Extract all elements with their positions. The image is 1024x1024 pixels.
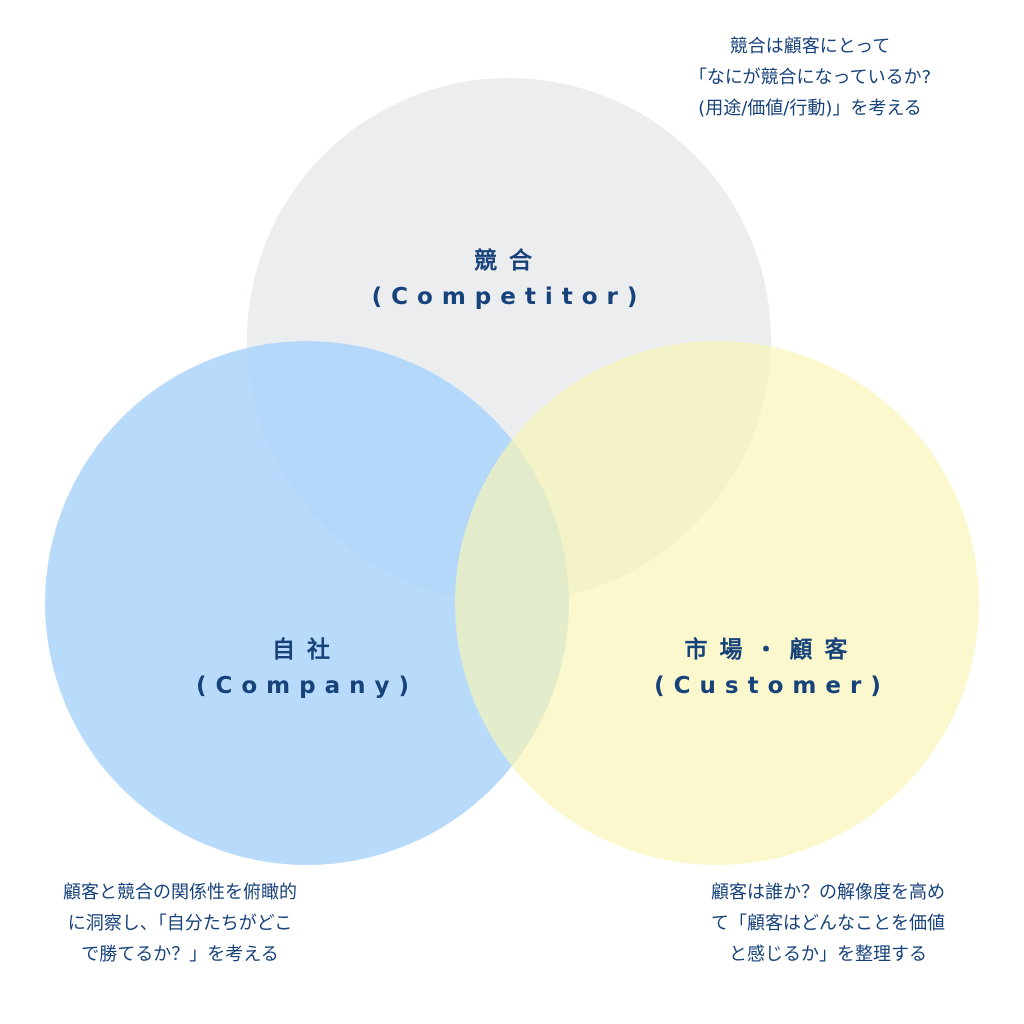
competitor-label: 競合 (Competitor)	[329, 243, 689, 315]
customer-note-line: と感じるか」を整理する	[729, 944, 927, 965]
customer-note-line: 顧客は誰か？の解像度を高め	[711, 882, 945, 903]
competitor-note-line: 競合は顧客にとって	[729, 36, 891, 57]
customer-label: 市場・顧客 (Customer)	[592, 632, 952, 704]
company-note-line: に洞察し、「自分たちがどこ	[67, 913, 293, 934]
competitor-note: 競合は顧客にとって 「なにが競合になっているか? (用途/価値/行動)」を考える	[620, 31, 1000, 124]
competitor-title: 競合	[474, 248, 544, 274]
company-subtitle: (Company)	[195, 673, 419, 699]
company-note-line: 顧客と競合の関係性を俯瞰的	[63, 882, 297, 903]
competitor-note-line: 「なにが競合になっているか?	[688, 67, 932, 88]
company-label: 自社 (Company)	[117, 632, 497, 704]
customer-subtitle: (Customer)	[654, 673, 890, 699]
customer-note: 顧客は誰か？の解像度を高め て「顧客はどんなことを価値 と感じるか」を整理する	[648, 877, 1008, 970]
company-note-line: で勝てるか？」を考える	[81, 944, 279, 965]
company-title: 自社	[272, 637, 342, 663]
competitor-note-line: (用途/価値/行動)」を考える	[698, 98, 922, 119]
competitor-subtitle: (Competitor)	[371, 284, 647, 310]
company-note: 顧客と競合の関係性を俯瞰的 に洞察し、「自分たちがどこ で勝てるか？」を考える	[0, 877, 360, 970]
company-circle	[45, 341, 569, 865]
customer-note-line: て「顧客はどんなことを価値	[711, 913, 945, 934]
customer-circle	[455, 341, 979, 865]
customer-title: 市場・顧客	[684, 637, 860, 663]
